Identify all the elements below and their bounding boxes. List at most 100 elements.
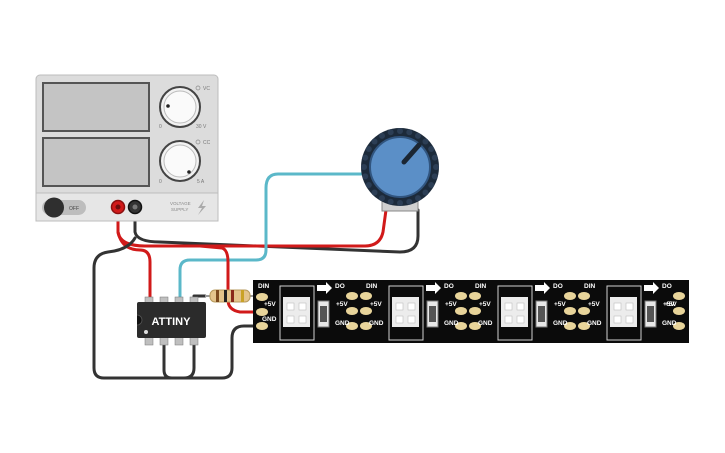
strip-pad[interactable]	[564, 292, 576, 300]
wire-vcc-to-strip[interactable]	[198, 244, 264, 314]
pot-ridge	[371, 189, 378, 196]
switch-label: OFF	[69, 206, 79, 212]
pot-ridge	[365, 182, 372, 188]
strip-pad[interactable]	[578, 292, 590, 300]
right-arrow-icon	[317, 282, 332, 294]
led-die	[613, 302, 622, 311]
attiny-body	[137, 302, 206, 338]
strip-do-label: DO	[444, 283, 454, 290]
led-die	[286, 302, 295, 311]
pot-ridge	[433, 164, 439, 170]
pot-ridge	[406, 198, 413, 205]
strip-pad[interactable]	[469, 322, 481, 330]
resistor-body	[209, 289, 251, 303]
led-die	[516, 302, 525, 311]
strip-din-pad[interactable]	[256, 293, 268, 301]
strip-gnd-label: GND	[662, 320, 677, 327]
led-pixel[interactable]	[388, 285, 424, 341]
capacitor-core	[647, 306, 654, 322]
pot-ridge	[415, 132, 421, 139]
voltage-knob[interactable]	[159, 86, 201, 128]
pot-ridge	[379, 195, 385, 202]
strip-pad[interactable]	[673, 322, 685, 330]
resistor-band-3	[231, 290, 234, 302]
led-die	[407, 302, 416, 311]
strip-5v-label: +5V	[370, 301, 382, 308]
pot-ridges	[361, 128, 439, 206]
led-pixel[interactable]	[279, 285, 315, 341]
strip-pad[interactable]	[673, 307, 685, 315]
strip-pad[interactable]	[346, 307, 358, 315]
led-die	[286, 315, 295, 324]
capacitor-core	[538, 306, 545, 322]
pot-ridge	[397, 128, 403, 134]
led-strip[interactable]: DIN+5VGNDDO+5VGNDDIN+5VGNDDO+5VGNDDIN+5V…	[253, 280, 689, 343]
attiny-chip[interactable]: ATTINY	[136, 296, 206, 346]
pot-ridge	[379, 132, 385, 139]
lightning-bolt-icon	[198, 200, 206, 215]
led-die	[395, 302, 404, 311]
resistor-band-2	[224, 290, 227, 302]
strip-pad[interactable]	[455, 307, 467, 315]
pot-ridge	[431, 154, 438, 161]
attiny-pin1-dot	[144, 330, 148, 334]
strip-gnd-pad[interactable]	[256, 322, 268, 330]
strip-pad[interactable]	[564, 307, 576, 315]
led-pixel[interactable]	[497, 285, 533, 341]
led-pixel[interactable]	[606, 285, 642, 341]
attiny-pins-bottom	[144, 336, 199, 346]
strip-pad[interactable]	[360, 322, 372, 330]
pot-ridge	[365, 146, 372, 152]
pot-ridge	[362, 154, 369, 161]
current-min-label: 0	[159, 179, 162, 185]
strip-pad[interactable]	[469, 307, 481, 315]
voltage-supply[interactable]: VC CC 0 30 V 0 5 A OFF VOLTAGE SUPPLY	[35, 74, 219, 222]
capacitor-core	[320, 306, 327, 322]
strip-pad[interactable]	[564, 322, 576, 330]
strip-pad[interactable]	[455, 292, 467, 300]
strip-pad[interactable]	[346, 292, 358, 300]
strip-5v-pad[interactable]	[256, 308, 268, 316]
strip-gnd-label: GND	[478, 320, 493, 327]
strip-pad[interactable]	[455, 322, 467, 330]
pot-ridge	[431, 173, 438, 180]
positive-terminal[interactable]	[110, 199, 126, 215]
pot-ridge	[371, 138, 378, 145]
pot-ridge	[387, 198, 394, 205]
negative-terminal[interactable]	[127, 199, 143, 215]
strip-segments: DIN+5VGNDDO+5VGNDDIN+5VGNDDO+5VGNDDIN+5V…	[256, 282, 685, 341]
led-die	[625, 315, 634, 324]
resistor-band-4	[241, 290, 244, 302]
strip-gnd-label: GND	[369, 320, 384, 327]
strip-pad[interactable]	[360, 292, 372, 300]
strip-pad[interactable]	[469, 292, 481, 300]
led-die	[516, 315, 525, 324]
led-die	[613, 315, 622, 324]
led-die	[298, 302, 307, 311]
pot-ridge	[387, 129, 394, 136]
strip-pad[interactable]	[578, 322, 590, 330]
current-knob[interactable]	[159, 140, 201, 182]
potentiometer[interactable]	[361, 128, 439, 212]
strip-pad[interactable]	[360, 307, 372, 315]
resistor[interactable]	[205, 289, 262, 303]
wire-vcc-to-attiny[interactable]	[116, 230, 152, 302]
strip-do-label: DO	[335, 283, 345, 290]
vc-indicator	[195, 85, 201, 91]
pot-ridge	[422, 138, 429, 145]
strip-5v-label: +5V	[264, 301, 276, 308]
strip-gnd-label: GND	[262, 316, 277, 323]
voltage-max-label: 30 V	[196, 124, 207, 130]
wire-attiny-to-strip-gnd[interactable]	[162, 324, 264, 380]
cc-label: CC	[203, 140, 211, 146]
pot-ridge	[397, 200, 403, 206]
voltage-min-label: 0	[159, 124, 162, 130]
strip-pad[interactable]	[346, 322, 358, 330]
strip-5v-label: +5V	[588, 301, 600, 308]
right-arrow-icon	[535, 282, 550, 294]
pot-ridge	[361, 164, 367, 170]
strip-pad[interactable]	[673, 292, 685, 300]
strip-din-label: DIN	[584, 283, 596, 290]
power-switch[interactable]: OFF	[42, 197, 86, 218]
strip-pad[interactable]	[578, 307, 590, 315]
